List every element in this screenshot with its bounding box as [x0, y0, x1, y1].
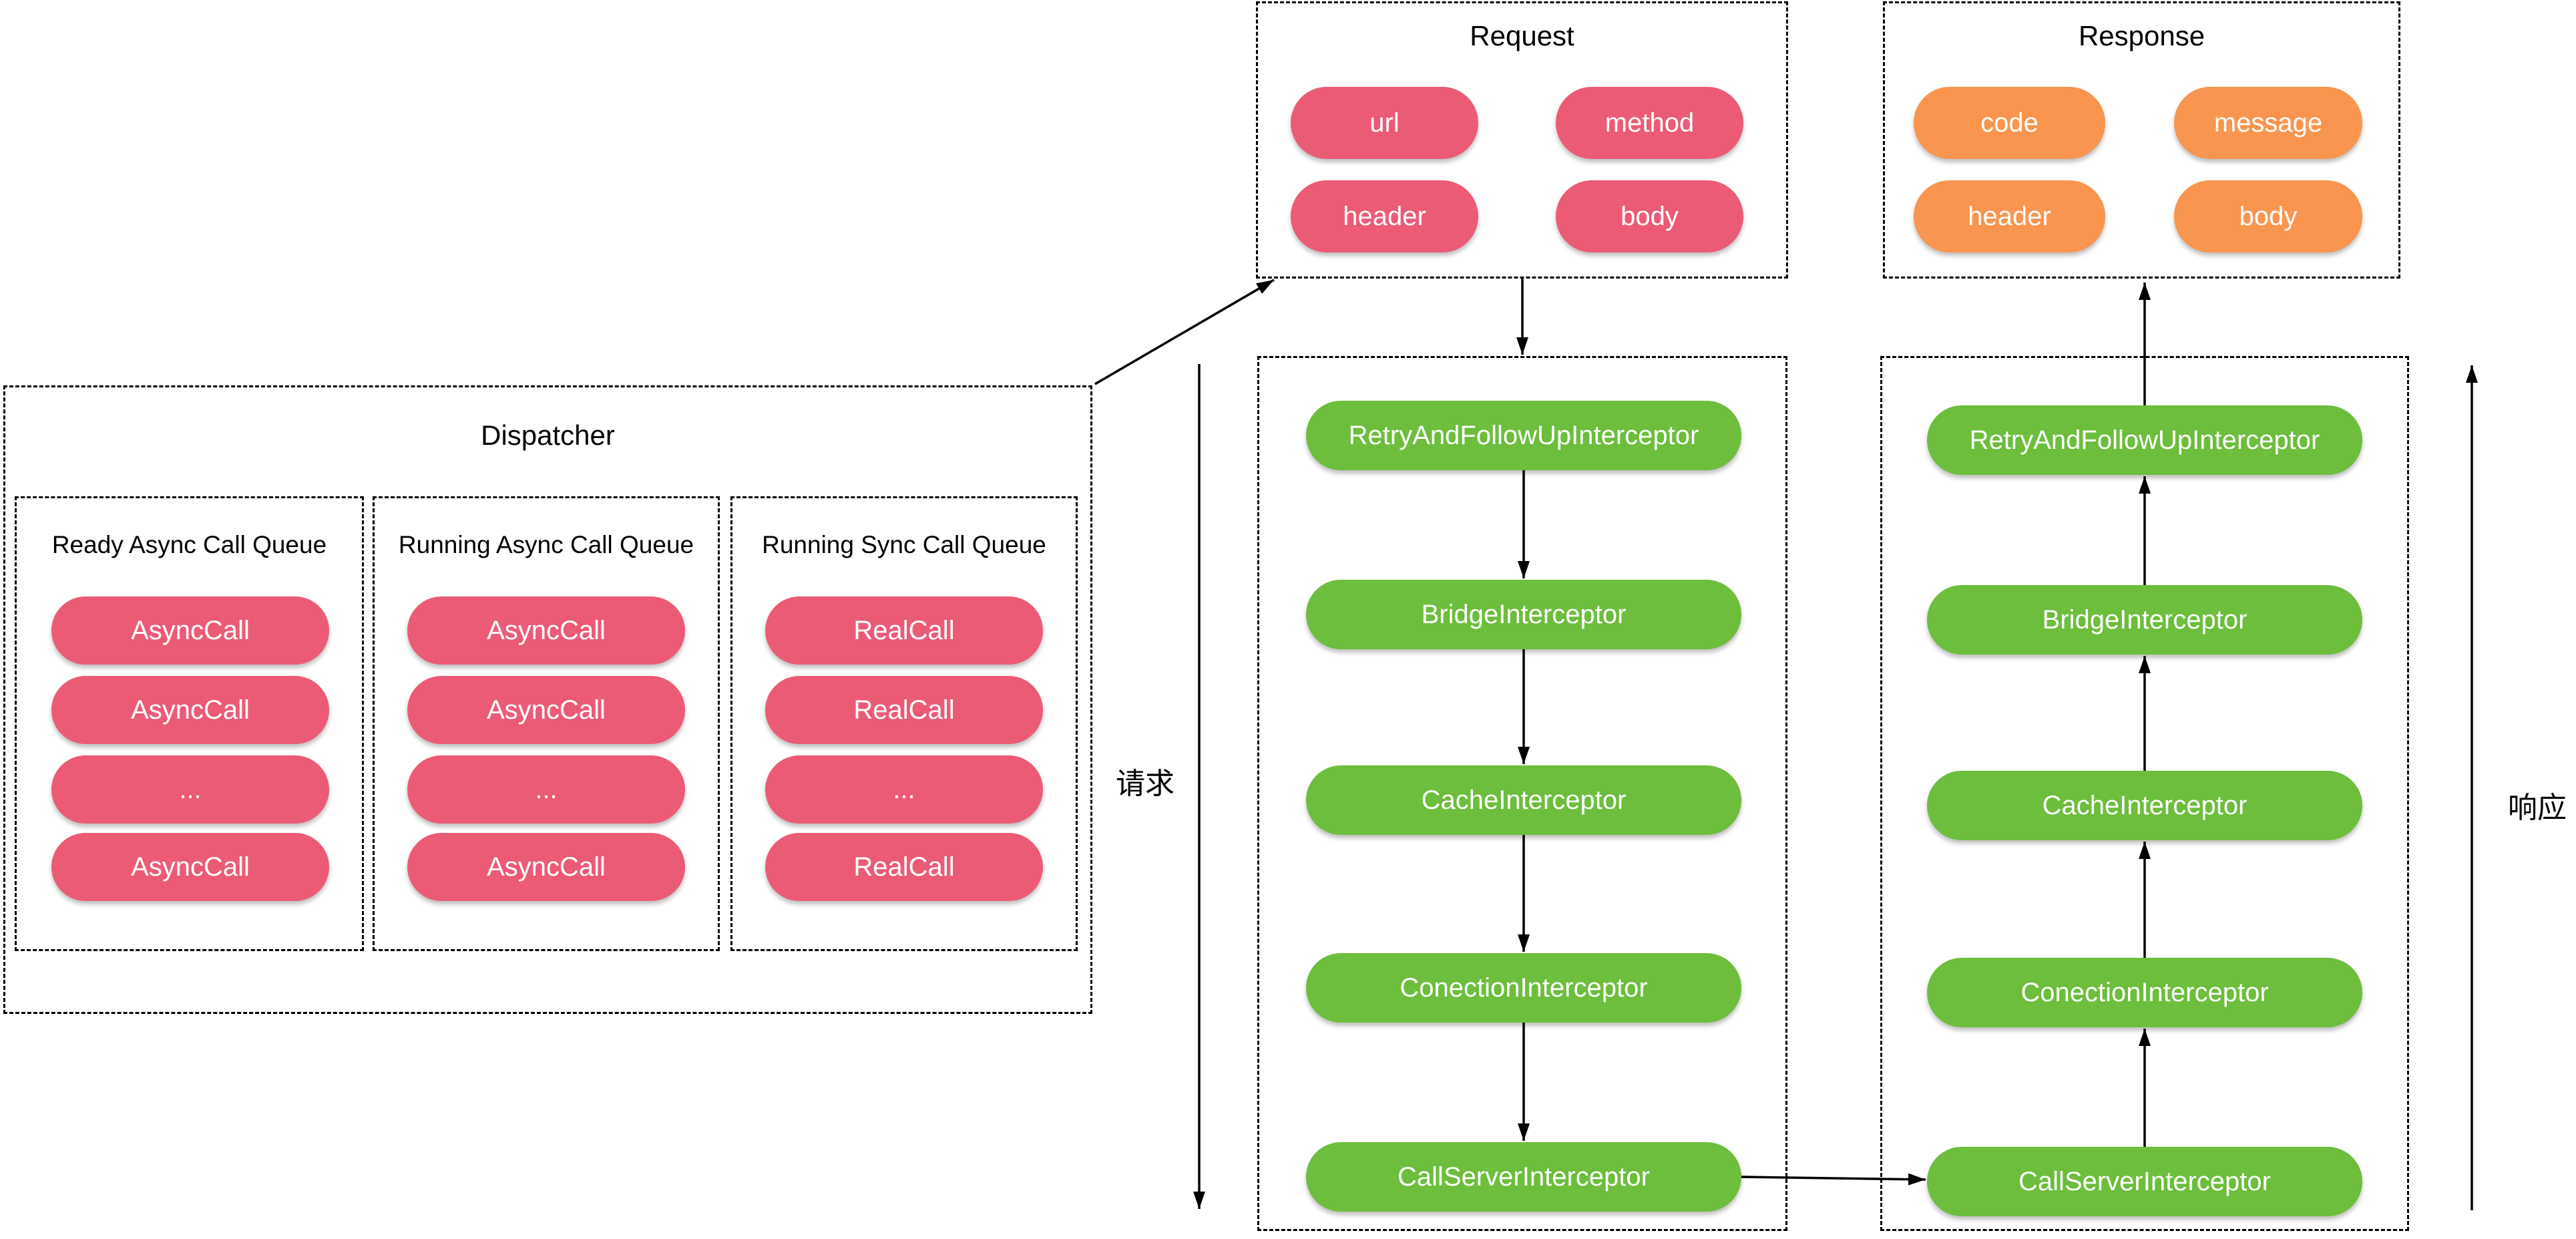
queue-pill: AsyncCall [51, 833, 329, 901]
response-pill-header: header [1914, 180, 2105, 252]
interceptor-pill: BridgeInterceptor [1927, 585, 2362, 655]
request-pill-method: method [1556, 87, 1743, 159]
queue-pill: RealCall [765, 833, 1043, 901]
interceptor-pill: CallServerInterceptor [1306, 1142, 1741, 1212]
queue-title-running-sync: Running Sync Call Queue [762, 531, 1046, 558]
queue-title-ready-async: Ready Async Call Queue [51, 531, 327, 558]
queue-box-running-sync [730, 496, 1078, 951]
response-pill-message: message [2174, 87, 2362, 159]
queue-title-running-async: Running Async Call Queue [398, 531, 694, 558]
queue-pill: AsyncCall [51, 596, 329, 665]
request-pill-body: body [1556, 180, 1743, 252]
response-box-title: Response [2078, 20, 2205, 51]
queue-pill: ... [407, 755, 685, 824]
interceptor-pill: CacheInterceptor [1927, 771, 2362, 840]
interceptor-pill: ConectionInterceptor [1927, 958, 2362, 1027]
request-box [1256, 1, 1788, 279]
interceptor-pill: ConectionInterceptor [1306, 953, 1741, 1023]
queue-box-running-async [373, 496, 720, 951]
interceptor-pill: BridgeInterceptor [1306, 580, 1741, 649]
arrow-dispatcher-to-request [1094, 279, 1275, 385]
interceptor-pill: CacheInterceptor [1306, 765, 1741, 835]
request-pill-header: header [1291, 180, 1478, 252]
queue-pill: AsyncCall [51, 676, 329, 744]
queue-pill: AsyncCall [407, 676, 685, 744]
request-pill-url: url [1291, 87, 1478, 159]
queue-pill: RealCall [765, 676, 1043, 744]
response-pill-code: code [1914, 87, 2105, 159]
request-chain-box [1257, 356, 1787, 1231]
response-pill-body: body [2174, 180, 2362, 252]
response-box [1883, 1, 2400, 279]
request-box-title: Request [1470, 20, 1574, 51]
request-flow-label: 请求 [1116, 767, 1174, 800]
queue-pill: AsyncCall [407, 833, 685, 901]
dispatcher-box [3, 385, 1092, 1014]
interceptor-pill: RetryAndFollowUpInterceptor [1927, 405, 2362, 475]
queue-pill: ... [765, 755, 1043, 824]
response-flow-label: 响应 [2508, 791, 2567, 824]
queue-pill: ... [51, 755, 329, 824]
queue-box-ready-async [15, 496, 364, 951]
dispatcher-title: Dispatcher [481, 419, 615, 451]
queue-pill: RealCall [765, 596, 1043, 665]
interceptor-pill: RetryAndFollowUpInterceptor [1306, 401, 1741, 470]
queue-pill: AsyncCall [407, 596, 685, 665]
interceptor-pill: CallServerInterceptor [1927, 1147, 2362, 1216]
